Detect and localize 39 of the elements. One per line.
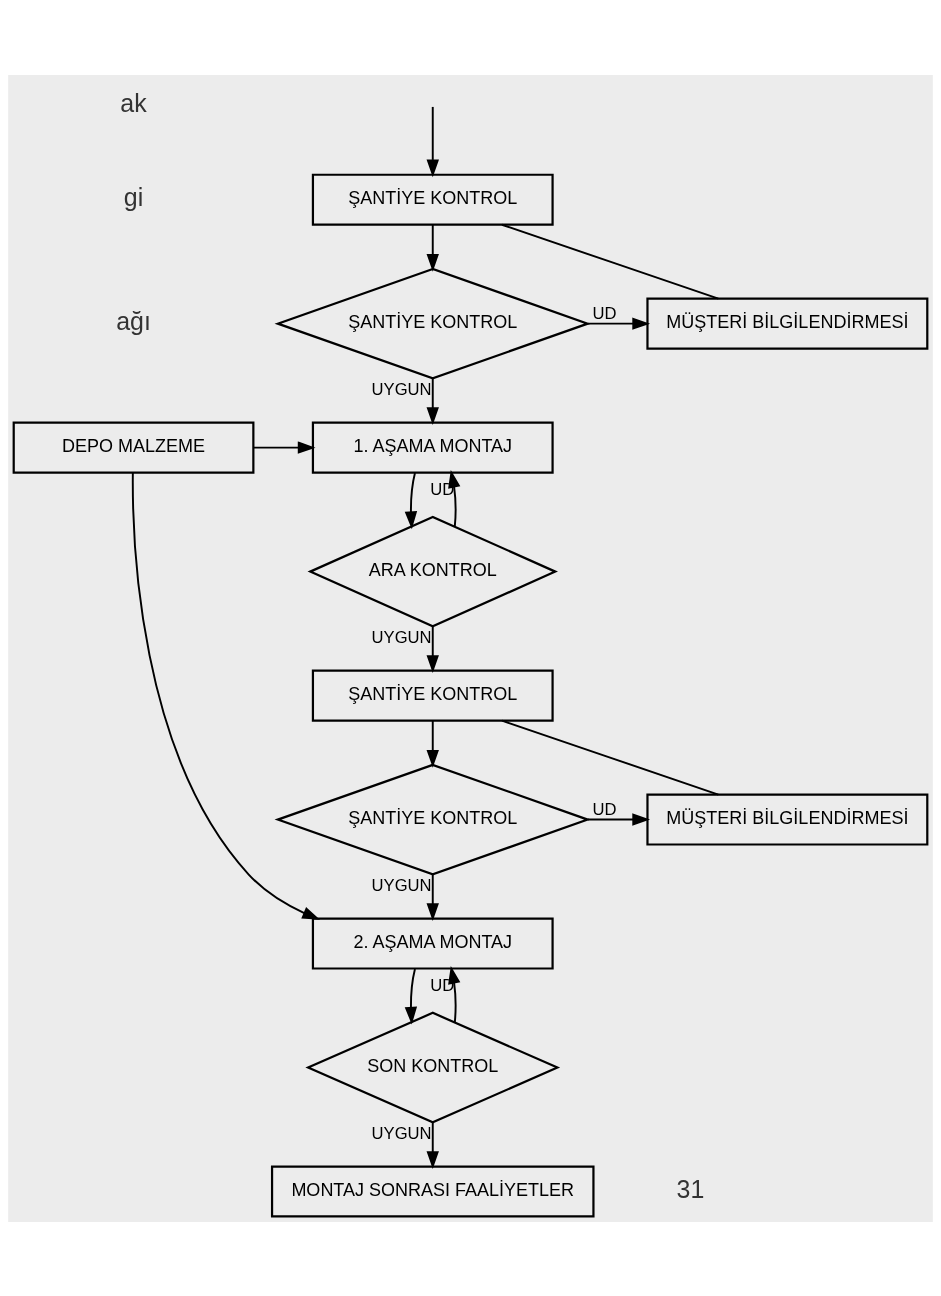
node-diamond: ARA KONTROL — [307, 515, 558, 628]
node-box: MÜŞTERİ BİLGİLENDİRMESİ — [646, 793, 929, 846]
arrow — [586, 316, 651, 330]
node-box: DEPO MALZEME — [12, 421, 255, 474]
label: gi — [123, 182, 144, 211]
edge-label: UD — [592, 303, 617, 323]
node-diamond: ŞANTİYE KONTROL — [274, 267, 591, 380]
node-box: 2. AŞAMA MONTAJ — [311, 917, 554, 970]
edge-label: UYGUN — [371, 627, 432, 647]
arrow — [426, 625, 439, 673]
arrow — [448, 469, 461, 528]
edge-label: UD — [592, 799, 617, 819]
label: ağı — [116, 306, 151, 335]
node-box: ŞANTİYE KONTROL — [311, 173, 554, 226]
edge-label: UYGUN — [371, 875, 432, 895]
node-box: MÜŞTERİ BİLGİLENDİRMESİ — [646, 297, 929, 350]
node-diamond: SON KONTROL — [305, 1011, 561, 1123]
arrow — [252, 440, 316, 454]
arrow — [586, 812, 651, 826]
arrow — [426, 873, 439, 921]
label: ak — [120, 88, 147, 117]
node-diamond: ŞANTİYE KONTROL — [274, 763, 591, 875]
node-box: ŞANTİYE KONTROL — [311, 669, 554, 722]
node-box: 1. AŞAMA MONTAJ — [311, 421, 554, 474]
arrow — [426, 377, 439, 425]
node-box: MONTAJ SONRASI FAALİYETLER — [270, 1165, 595, 1218]
arrow — [448, 965, 461, 1023]
arrow — [426, 105, 439, 177]
connector — [501, 719, 720, 796]
arrow — [426, 223, 439, 272]
label: 31 — [676, 1174, 705, 1203]
arrow — [131, 471, 321, 920]
arrow — [404, 967, 418, 1025]
arrow — [426, 719, 439, 768]
arrow — [426, 1120, 439, 1169]
edge-label: UYGUN — [371, 1123, 432, 1143]
edge-label: UYGUN — [371, 379, 432, 399]
connector — [501, 223, 720, 300]
arrow — [404, 471, 418, 529]
